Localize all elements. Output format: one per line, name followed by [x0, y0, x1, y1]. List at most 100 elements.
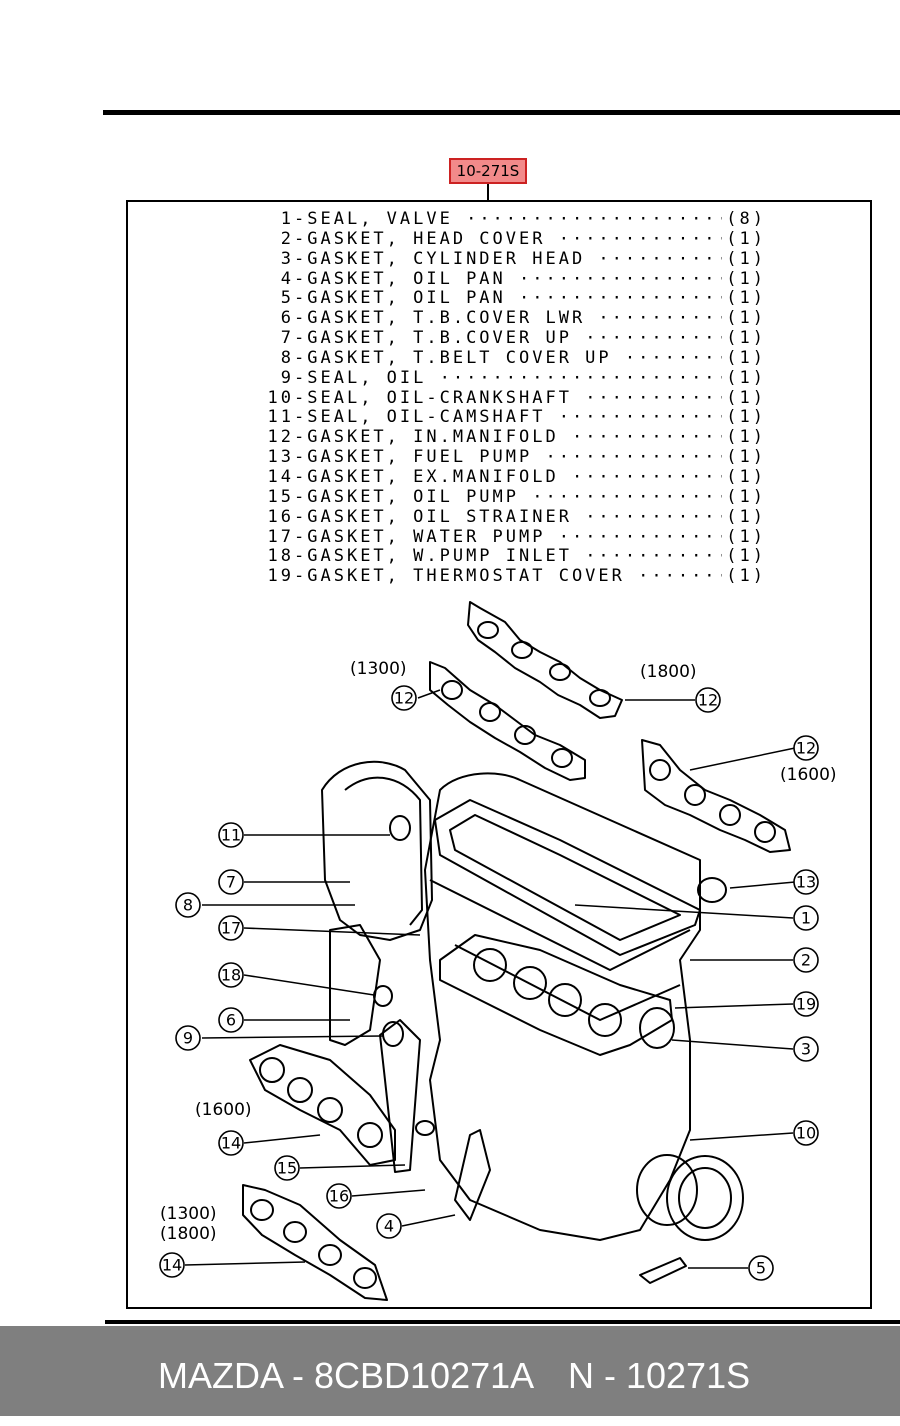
- thermostat-cover-gasket: [639, 1007, 675, 1049]
- callout-14b: 14: [162, 1256, 182, 1275]
- part-name: GASKET, T.BELT COVER UP: [307, 348, 612, 368]
- dot-leader: ········································: [558, 527, 772, 547]
- part-number: 14: [267, 467, 294, 487]
- part-separator: -: [294, 388, 308, 408]
- oil-pan-gasket-5: [639, 1257, 687, 1284]
- part-separator: -: [294, 269, 308, 289]
- callout-12b: 12: [698, 691, 718, 710]
- parts-list-item: 6-GASKET, T.B.COVER LWR ················…: [252, 309, 772, 330]
- callout-13: 13: [796, 873, 816, 892]
- callout-11: 11: [221, 826, 241, 845]
- part-separator: -: [294, 428, 308, 448]
- top-rule: [103, 110, 900, 115]
- part-name: GASKET, IN.MANIFOLD: [307, 428, 559, 448]
- part-quantity: (1): [722, 329, 766, 349]
- in-manifold-gasket-1800: [467, 601, 623, 719]
- part-number: 13: [267, 448, 294, 468]
- part-name: SEAL, OIL-CAMSHAFT: [307, 408, 546, 428]
- part-number: 19: [267, 567, 294, 587]
- part-number: 16: [267, 507, 294, 527]
- dot-leader: ········································: [571, 467, 772, 487]
- variant-label-ex-1600: (1600): [195, 1100, 252, 1120]
- part-number: 7: [280, 329, 294, 349]
- callout-4: 4: [384, 1217, 394, 1236]
- part-quantity: (1): [722, 448, 766, 468]
- crankshaft-oil-seal: [636, 1154, 744, 1241]
- parts-list-item: 17-GASKET, WATER PUMP ··················…: [252, 527, 772, 548]
- leader-lines: [184, 689, 796, 1269]
- oil-pump-gasket: [379, 1019, 421, 1173]
- part-number: 1: [280, 210, 294, 229]
- callout-14a: 14: [221, 1134, 241, 1153]
- parts-list-item: 13-GASKET, FUEL PUMP ···················…: [252, 448, 772, 468]
- part-number: 2: [280, 229, 294, 249]
- catalog-tag-leader: [487, 184, 489, 200]
- part-number: 6: [280, 309, 294, 329]
- dot-leader: ········································: [532, 487, 772, 507]
- part-separator: -: [294, 408, 308, 428]
- callout-19: 19: [796, 995, 816, 1014]
- part-separator: -: [294, 249, 308, 269]
- callout-15: 15: [277, 1159, 297, 1178]
- part-quantity: (1): [722, 229, 766, 250]
- part-quantity: (8): [722, 210, 766, 230]
- part-number: 10: [267, 388, 294, 408]
- dot-leader: ········································: [571, 428, 772, 448]
- part-separator: -: [294, 348, 308, 368]
- bottom-rule: [105, 1320, 900, 1324]
- callout-1: 1: [801, 909, 811, 928]
- part-quantity: (1): [722, 249, 766, 270]
- part-quantity: (1): [722, 348, 766, 369]
- part-number: 3: [280, 249, 294, 269]
- part-separator: -: [294, 289, 308, 309]
- part-separator: -: [294, 210, 308, 229]
- part-separator: -: [294, 567, 308, 587]
- part-number: 4: [280, 269, 294, 289]
- part-name: GASKET, W.PUMP INLET: [307, 547, 572, 567]
- callout-17: 17: [221, 919, 241, 938]
- part-name: SEAL, OIL: [307, 368, 427, 388]
- parts-list-item: 2-GASKET, HEAD COVER ···················…: [252, 229, 772, 250]
- dot-leader: ········································: [545, 448, 772, 468]
- fuel-pump-gasket: [697, 877, 727, 903]
- in-manifold-gasket-1300: [429, 661, 586, 781]
- part-separator: -: [294, 448, 308, 468]
- part-number: 17: [267, 527, 294, 547]
- callout-12c: 12: [796, 739, 816, 758]
- part-separator: -: [294, 547, 308, 567]
- catalog-tag: 10-271S: [449, 158, 527, 184]
- callout-10: 10: [796, 1124, 816, 1143]
- part-number: 11: [267, 408, 294, 428]
- part-name: GASKET, EX.MANIFOLD: [307, 467, 559, 487]
- dot-leader: ········································: [558, 408, 772, 428]
- dot-leader: ········································: [439, 368, 772, 388]
- ex-manifold-gasket-1600: [249, 1044, 396, 1166]
- part-quantity: (1): [722, 269, 766, 290]
- part-quantity: (1): [722, 487, 766, 508]
- part-name: GASKET, CYLINDER HEAD: [307, 249, 586, 269]
- part-separator: -: [294, 309, 308, 329]
- in-manifold-gasket-1600: [641, 739, 791, 853]
- callout-12a: 12: [394, 689, 414, 708]
- part-name: SEAL, OIL-CRANKSHAFT: [307, 388, 572, 408]
- callout-2: 2: [801, 951, 811, 970]
- variant-label-ex-1300: (1300): [160, 1204, 217, 1224]
- callout-8: 8: [183, 896, 193, 915]
- parts-list-item: 5-GASKET, OIL PAN ······················…: [252, 289, 772, 310]
- oil-pan-gasket-4: [454, 1129, 491, 1221]
- part-quantity: (1): [722, 388, 766, 409]
- footer-bar: MAZDA - 8CBD10271A N - 10271S: [0, 1326, 900, 1416]
- variant-label-in-1600: (1600): [780, 765, 837, 785]
- callout-6: 6: [226, 1011, 236, 1030]
- callout-16: 16: [329, 1187, 349, 1206]
- parts-list-item: 8-GASKET, T.BELT COVER UP ··············…: [252, 348, 772, 369]
- parts-list-item: 10-SEAL, OIL-CRANKSHAFT ················…: [252, 388, 772, 409]
- parts-list-item: 7-GASKET, T.B.COVER UP ·················…: [252, 329, 772, 349]
- part-quantity: (1): [722, 428, 766, 449]
- part-number: 5: [280, 289, 294, 309]
- part-name: GASKET, T.B.COVER UP: [307, 329, 572, 349]
- variant-label-in-1300: (1300): [350, 659, 407, 679]
- part-name: GASKET, WATER PUMP: [307, 527, 546, 547]
- part-name: GASKET, T.B.COVER LWR: [307, 309, 586, 329]
